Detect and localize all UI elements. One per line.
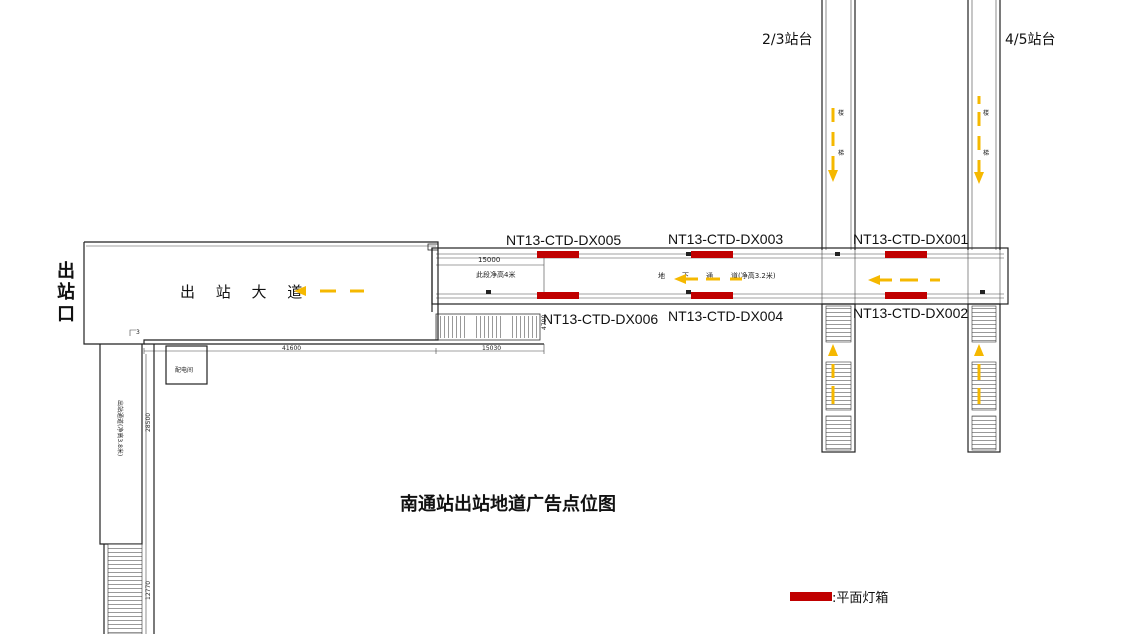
ad-point-label-dx005: NT13-CTD-DX005 [506,232,621,248]
left-stair-text-a: 楼 [838,109,844,117]
platform-label-right: 4/5站台 [1005,32,1056,48]
legend-swatch [790,592,832,601]
dim-15030: 15030 [482,345,501,352]
stairs-tunnel-left [435,313,541,341]
right-stair-text-a: 楼 [983,109,989,117]
lightbox-dx005 [537,251,579,258]
exit-label-char-3: 口 [57,304,75,325]
ad-point-label-dx004: NT13-CTD-DX004 [668,308,783,324]
exit-passage-label: 出站通道(净高3.8米) [116,400,124,456]
arrow-up-left [828,344,838,404]
arrow-down-right [974,96,984,184]
dim-41600: 41600 [282,345,301,352]
platform-label-left: 2/3站台 [762,32,813,48]
mark-3: 3 [136,329,140,336]
left-stair-text-b: 梯 [838,149,844,157]
stairs-lower-left [821,303,856,453]
right-stair-text-b: 梯 [983,149,989,157]
lower-wall [143,343,545,354]
arrow-left-avenue [294,286,364,296]
platform-passage-right: 楼 梯 [967,0,1001,250]
tunnel-label-c: 通 [706,271,713,280]
stairs-lower-right [967,303,1001,453]
dim-15000: 15000 [478,256,500,264]
exit-label-char-1: 出 [57,260,75,282]
ad-point-label-dx003: NT13-CTD-DX003 [668,231,783,247]
lightbox-markers [537,251,927,299]
lightbox-dx006 [537,292,579,299]
ad-point-label-dx001: NT13-CTD-DX001 [853,231,968,247]
diagram-title: 南通站出站地道广告点位图 [400,493,616,515]
exit-avenue-label: 出 站 大 道 [180,283,310,301]
tunnel-label-a: 地 [658,271,665,280]
exit-hall [83,241,439,345]
lightbox-dx004 [691,292,733,299]
arrow-up-right [974,344,984,404]
arrow-left-tunnel [674,274,940,285]
lightbox-dx003 [691,251,733,258]
lightbox-dx001 [885,251,927,258]
ad-point-label-dx002: NT13-CTD-DX002 [853,305,968,321]
dim-28500: 28500 [145,413,152,432]
power-room-label: 配电间 [175,366,193,374]
power-room [165,345,208,385]
lightbox-dx002 [885,292,927,299]
section-note: 此段净高4米 [476,270,515,279]
dim-12770: 12770 [145,581,152,600]
legend: :平面灯箱 [790,590,888,606]
dim-4700: 4700 [541,315,548,330]
tunnel-label-d: 道(净高3.2米) [731,271,776,280]
legend-label: :平面灯箱 [832,590,888,606]
arrow-down-left [828,108,838,182]
platform-passage-left: 楼 梯 [821,0,856,250]
ad-point-label-dx006: NT13-CTD-DX006 [543,311,658,327]
exit-passage [99,329,155,634]
exit-label-char-2: 站 [57,281,75,303]
